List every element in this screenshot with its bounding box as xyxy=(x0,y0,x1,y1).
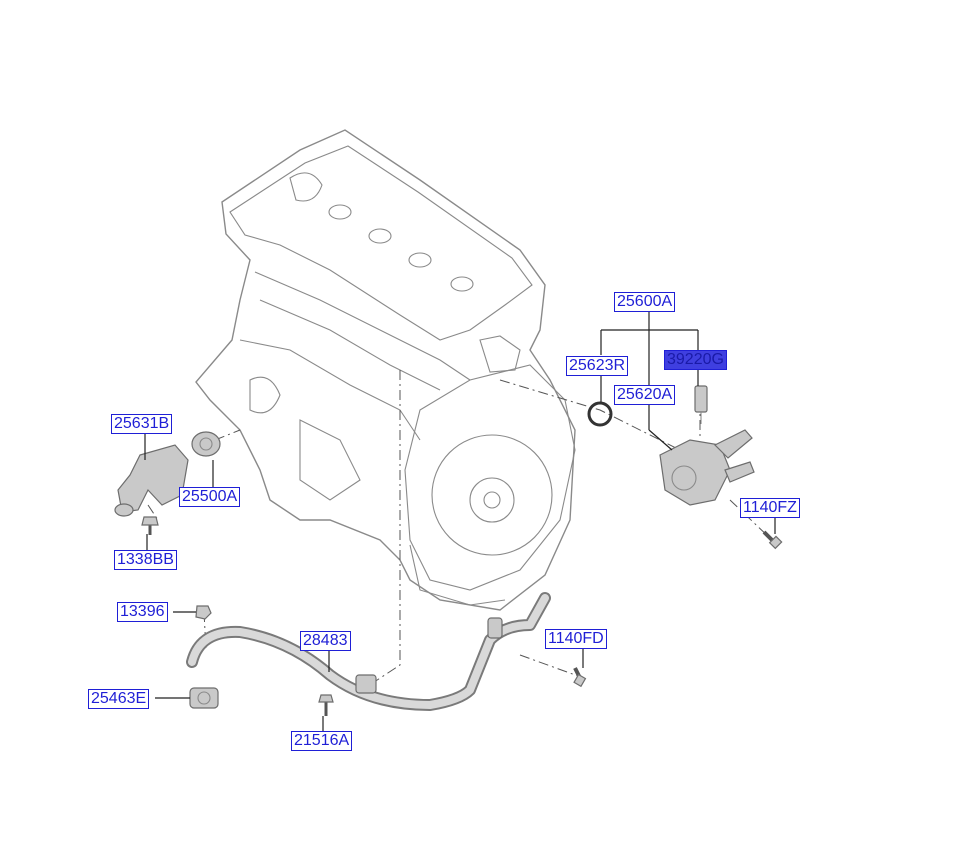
o-ring xyxy=(587,401,613,427)
leader-lines xyxy=(144,311,776,732)
bolt-1140FZ xyxy=(762,530,783,550)
part-label-13396[interactable]: 13396 xyxy=(117,602,168,622)
part-label-28483[interactable]: 28483 xyxy=(300,631,351,651)
part-label-25500A[interactable]: 25500A xyxy=(179,487,241,507)
part-label-1140FZ[interactable]: 1140FZ xyxy=(740,498,800,518)
thermostat xyxy=(191,431,221,457)
nut-13396 xyxy=(195,605,212,620)
assembly-line xyxy=(519,654,579,677)
part-label-25463E[interactable]: 25463E xyxy=(88,689,150,709)
engine-block xyxy=(195,129,576,611)
bolt-1338BB xyxy=(141,516,159,535)
part-label-1140FD[interactable]: 1140FD xyxy=(545,629,607,649)
part-label-21516A[interactable]: 21516A xyxy=(291,731,353,751)
part-label-25631B[interactable]: 25631B xyxy=(111,414,173,434)
assembly-line xyxy=(214,429,241,441)
bolt-21516A xyxy=(318,694,334,716)
temperature-sensor xyxy=(694,385,708,424)
part-label-25623R[interactable]: 25623R xyxy=(566,356,629,376)
water-pipe xyxy=(186,592,551,711)
water-inlet-fitting xyxy=(114,444,189,517)
gasket-25463E xyxy=(189,687,219,709)
part-label-1338BB[interactable]: 1338BB xyxy=(114,550,177,570)
part-label-25620A[interactable]: 25620A xyxy=(614,385,676,405)
bolt-1140FD xyxy=(573,667,587,688)
water-outlet-fitting xyxy=(659,429,755,506)
part-label-25600A[interactable]: 25600A xyxy=(614,292,676,312)
assembly-line xyxy=(499,379,681,451)
part-label-39220G[interactable]: 39220G xyxy=(664,350,727,370)
